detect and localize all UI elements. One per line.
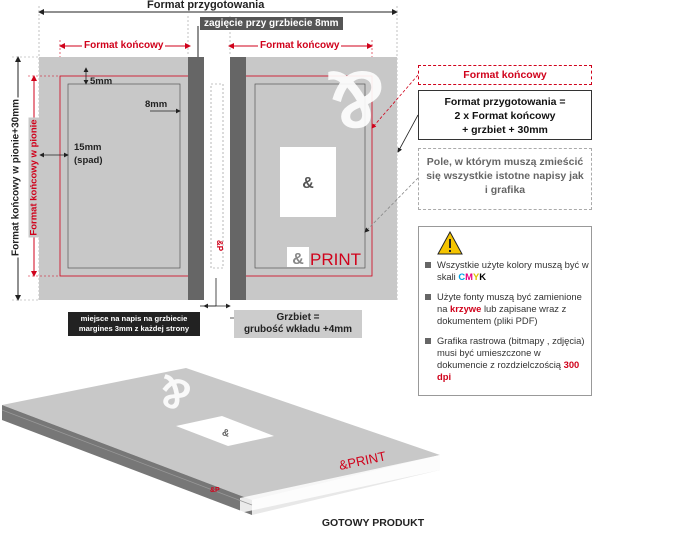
final-format-right-label: Format końcowy [258, 40, 342, 51]
requirements-box: Wszystkie użyte kolory muszą być w skali… [418, 226, 592, 396]
formula-line3: + grzbiet + 30mm [462, 124, 548, 136]
cover-image-logo: & [302, 175, 314, 192]
margin-5mm-label: 5mm [90, 76, 113, 87]
spine-text-area [210, 83, 224, 269]
spine-width-note: Grzbiet = grubość wkładu +4mm [234, 310, 362, 338]
bleed-15mm-label: 15mm [74, 142, 102, 153]
safe-area-callout: Pole, w którym muszą zmieścić się wszyst… [418, 148, 592, 210]
finished-book-3d: & &PRINT &P & [1, 364, 440, 515]
spine-text-note-line2: margines 3mm z każdej strony [78, 324, 190, 333]
spine-width-line1: Grzbiet = [276, 312, 320, 323]
requirement-fonts: Użyte fonty muszą być zamienione na krzy… [425, 291, 589, 327]
spine-board-right [230, 57, 246, 300]
safe-area-line3: i grafika [484, 184, 526, 196]
print-logo-amp: & [292, 251, 304, 268]
spine-logo: &P [215, 240, 224, 252]
spine-text-note: miejsce na napis na grzbiecie margines 3… [68, 312, 200, 336]
requirement-cmyk: Wszystkie użyte kolory muszą być w skali… [425, 259, 589, 283]
preparation-format-label: Format przygotowania [145, 0, 267, 11]
vertical-outer-label: Format końcowy w pionie+30mm [10, 97, 22, 258]
margin-8mm-label: 8mm [145, 99, 168, 110]
svg-text:&: & [221, 427, 231, 439]
formula-box: Format przygotowania = 2 x Format końcow… [418, 90, 592, 140]
final-format-callout: Format końcowy [418, 65, 592, 85]
bleed-spad-label: (spad) [74, 155, 103, 166]
spine-fold-label: zagięcie przy grzbiecie 8mm [200, 17, 343, 30]
spine-text-note-line1: miejsce na napis na grzbiecie [80, 314, 188, 323]
spine-board-left [188, 57, 204, 300]
spine [204, 57, 230, 300]
formula-line2: 2 x Format końcowy [454, 110, 556, 122]
spine-width-line2: grubość wkładu +4mm [243, 324, 353, 335]
ampersand-watermark: & [326, 54, 385, 145]
final-format-left-label: Format końcowy [82, 40, 166, 51]
warning-icon [437, 231, 463, 255]
finished-product-label: GOTOWY PRODUKT [322, 517, 425, 529]
safe-area-line1: Pole, w którym muszą zmieścić [426, 156, 584, 168]
svg-text:&P: &P [210, 487, 220, 494]
formula-line1: Format przygotowania = [444, 96, 566, 108]
cover-image-placeholder [280, 147, 336, 217]
safe-area-line2: się wszystkie istotne napisy jak [426, 170, 584, 182]
safe-area-left [67, 83, 181, 269]
safe-area-right [254, 83, 366, 269]
requirement-raster: Grafika rastrowa (bitmapy , zdjęcia) mus… [425, 335, 589, 383]
vertical-inner-label: Format końcowy w pionie [28, 117, 40, 238]
print-logo-text: PRINT [310, 250, 361, 269]
